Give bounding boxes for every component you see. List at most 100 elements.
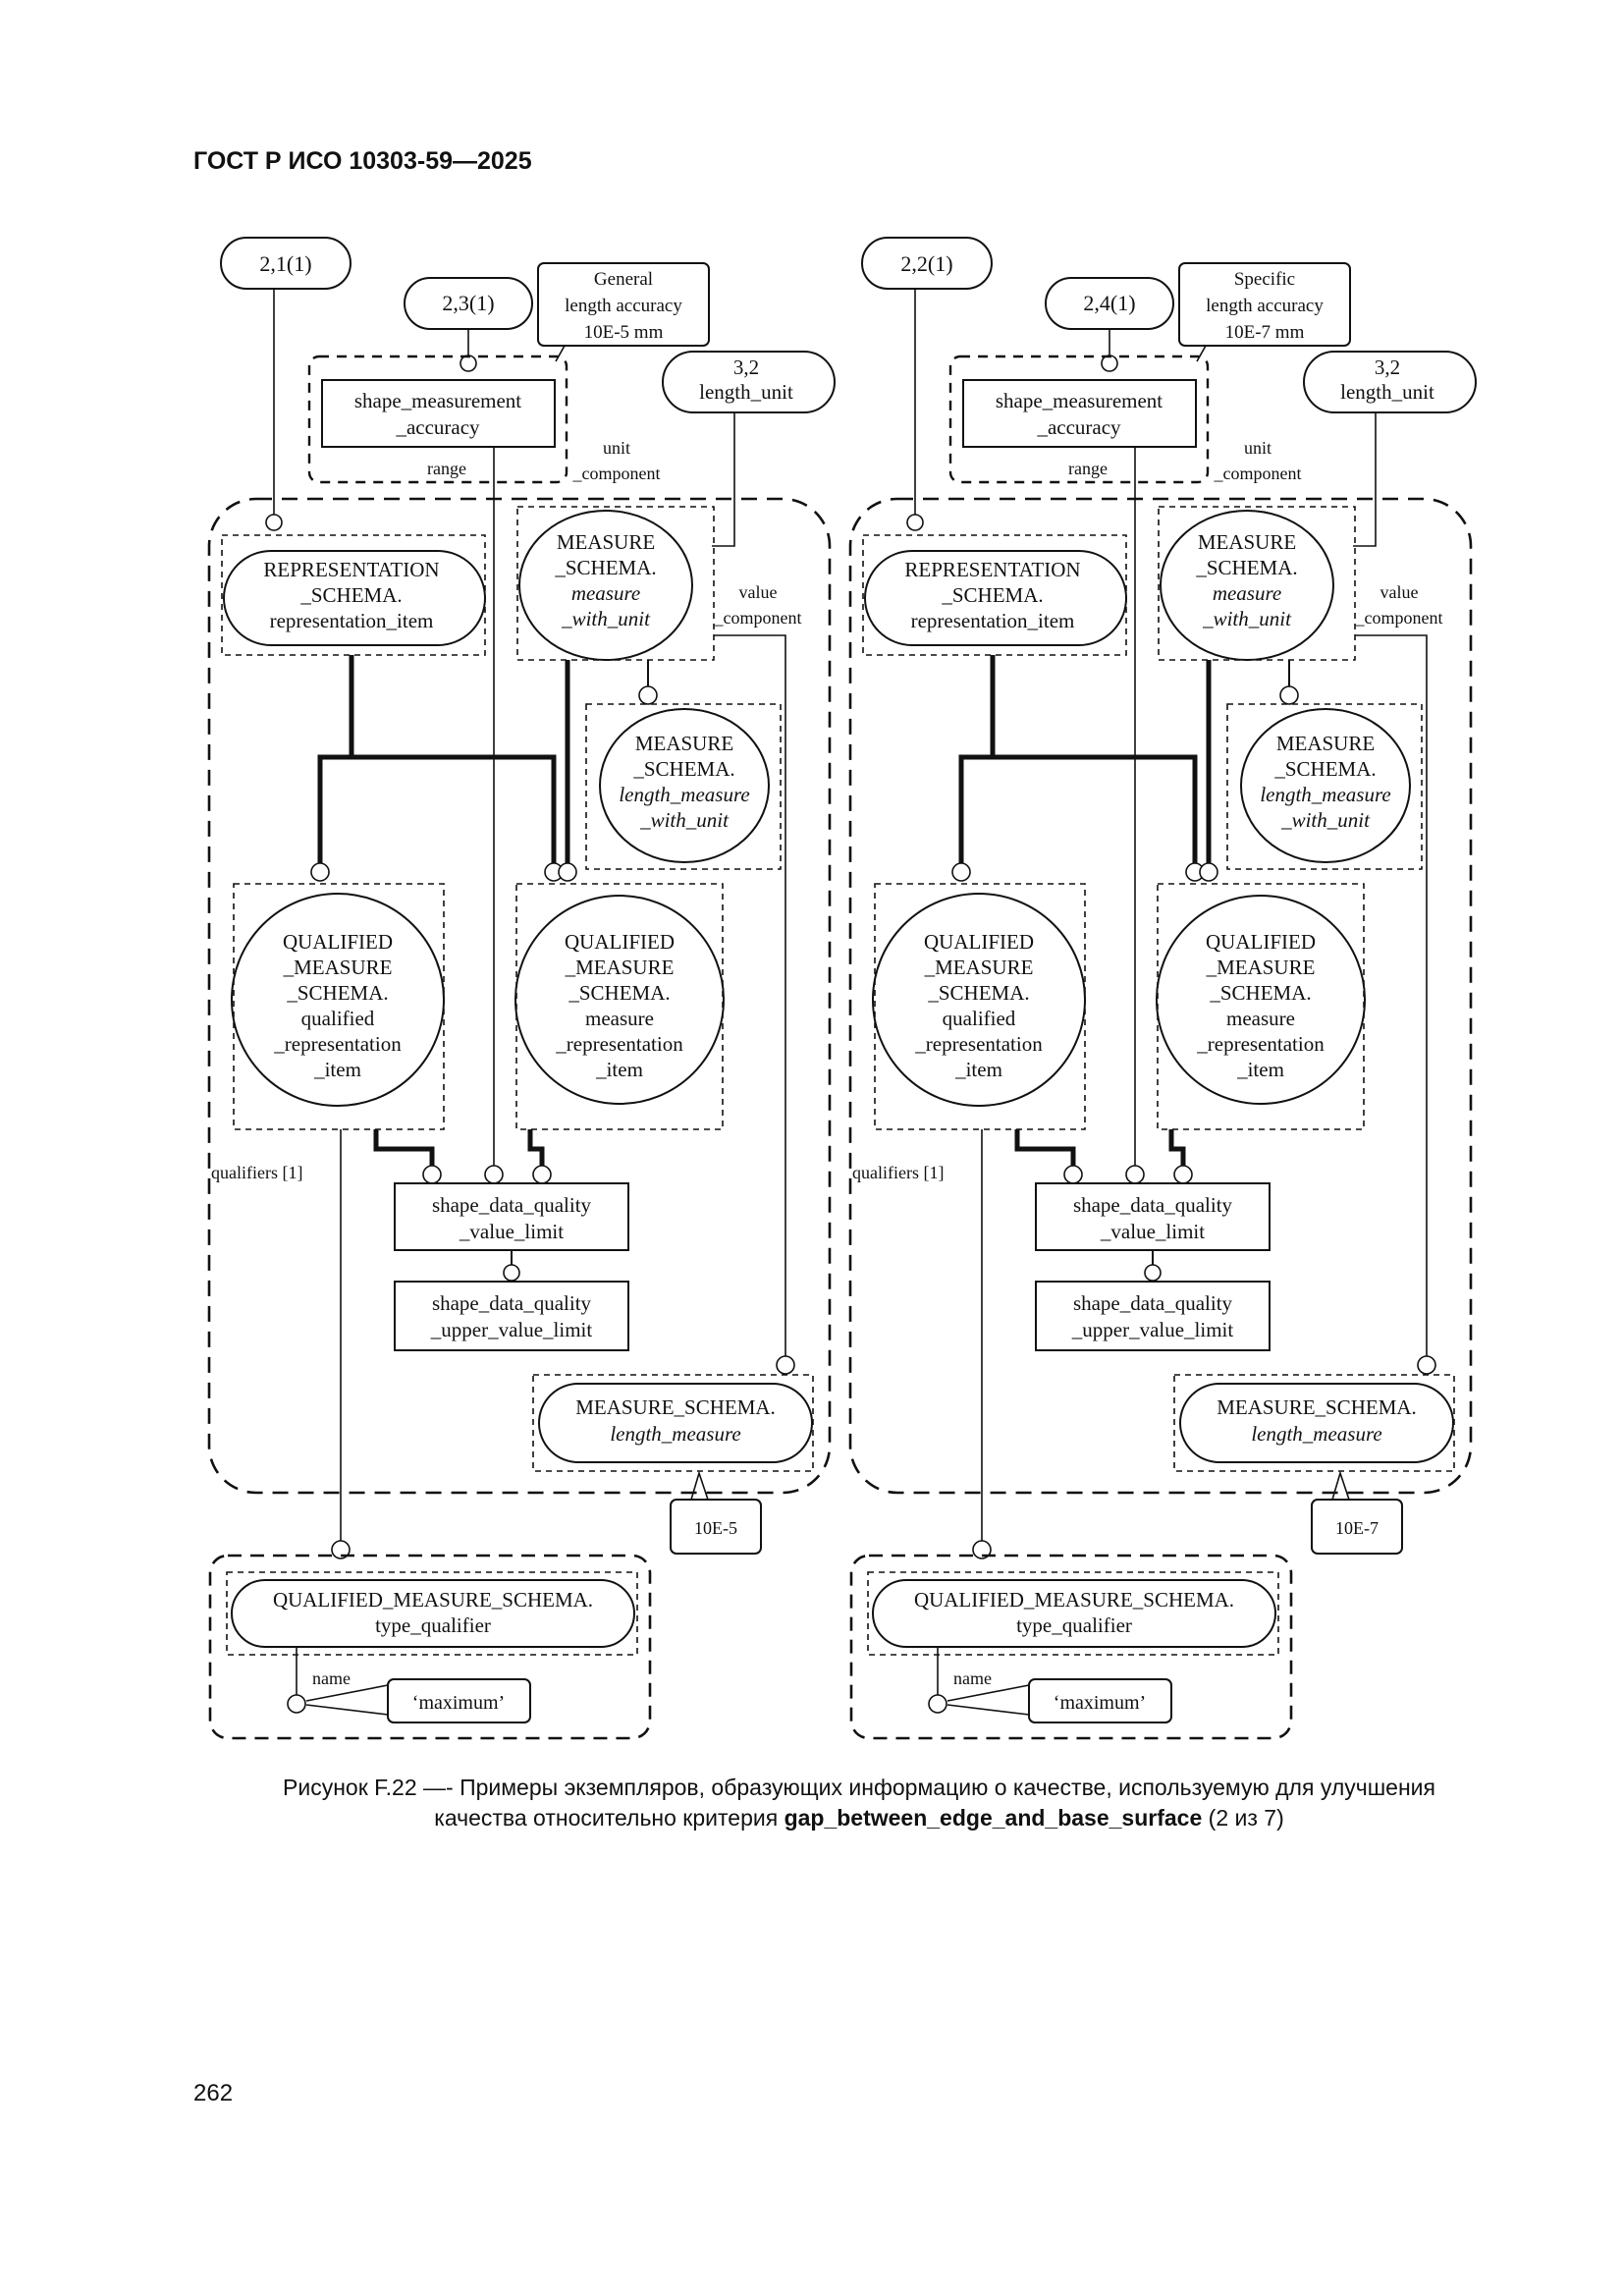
ref-top-circle [265, 514, 283, 531]
shape-measurement-accuracy-label-line: shape_measurement [996, 389, 1163, 412]
page-ref-unit-label-line: length_unit [1340, 380, 1434, 404]
length-measure-with-unit-label-line: _SCHEMA. [1273, 757, 1376, 781]
type-qualifier-label-line: type_qualifier [1016, 1613, 1132, 1637]
shape-measurement-accuracy-label: shape_measurement_accuracy [354, 389, 521, 439]
qualified-representation-item-label-line: _representation [914, 1032, 1043, 1056]
value-component-circle [776, 1355, 795, 1375]
instance-group-border [848, 497, 1473, 1495]
value-limit-circle [422, 1165, 442, 1184]
qualified-representation-item-label-line: qualified [301, 1007, 375, 1030]
upper-value-limit-box [1035, 1281, 1271, 1351]
representation-item-label-line: REPRESENTATION [263, 558, 439, 581]
value-note-pointer [1331, 1470, 1350, 1501]
shape-measurement-accuracy-label: shape_measurement_accuracy [996, 389, 1163, 439]
representation-item-label: REPRESENTATION_SCHEMA.representation_ite… [904, 558, 1080, 632]
page-number: 262 [193, 2080, 234, 2106]
measure-with-unit-label-line: measure [1213, 581, 1281, 605]
unit-component-label: unit_component [1214, 438, 1302, 483]
type-qualifier-dashed-box [226, 1571, 638, 1656]
document-header: ГОСТ Р ИСО 10303-59—2025 [193, 147, 532, 175]
measure-with-unit-label-line: _SCHEMA. [554, 556, 656, 579]
shape-measurement-accuracy-label-line: _accuracy [395, 415, 480, 439]
name-pointer [305, 1684, 389, 1702]
value-component-label-line: value [1380, 582, 1419, 602]
value-limit-circle [484, 1165, 504, 1184]
subtype-circle [1279, 685, 1299, 705]
length-measure-with-unit-label-line: _with_unit [639, 808, 730, 832]
measure-with-unit-label-line: MEASURE [1198, 530, 1296, 554]
qualifiers-label: qualifiers [1] [211, 1163, 302, 1182]
value-note-text: 10E-7 [1335, 1518, 1379, 1538]
name-pointer [947, 1704, 1030, 1716]
name-pointer [947, 1684, 1030, 1702]
length-measure-box [538, 1383, 813, 1463]
type-qualifier-label-line: QUALIFIED_MEASURE_SCHEMA. [914, 1588, 1234, 1612]
value-limit-label-line: shape_data_quality [432, 1193, 592, 1217]
qualified-representation-item-label-line: QUALIFIED [924, 930, 1034, 954]
measure-representation-item-label-line: _representation [555, 1032, 683, 1056]
upper-value-limit-label-line: shape_data_quality [1073, 1291, 1233, 1315]
upper-value-limit-label-line: _upper_value_limit [430, 1318, 593, 1341]
type-qualifier-box [231, 1579, 635, 1648]
measure-with-unit-label: MEASURE_SCHEMA.measure_with_unit [1195, 530, 1297, 630]
representation-item-dashed-box [862, 534, 1127, 656]
value-component-circle [1417, 1355, 1436, 1375]
page-ref-accuracy-label: 2,4(1) [1083, 291, 1135, 315]
figure-caption: Рисунок F.22 —- Примеры экземпляров, обр… [187, 1773, 1532, 1833]
supertype-line-value-limit [373, 1129, 435, 1167]
value-note-text: 10E-5 [694, 1518, 737, 1538]
qualified-representation-item-label-line: _MEASURE [924, 956, 1034, 979]
page-ref-accuracy-label: 2,3(1) [442, 291, 494, 315]
supertype-tree-line [317, 655, 354, 864]
caption-line-2-suffix: (2 из 7) [1202, 1805, 1284, 1831]
name-value-box [387, 1678, 531, 1723]
page-ref-unit-box [662, 351, 836, 413]
measure-with-unit-label-line: _with_unit [561, 607, 651, 630]
measure-representation-item-label-line: _SCHEMA. [568, 981, 670, 1005]
upper-value-limit-label-line: shape_data_quality [432, 1291, 592, 1315]
page-ref-unit-label-line: 3,2 [1375, 355, 1400, 379]
supertype-circle [310, 862, 330, 882]
page-ref-top-box [861, 237, 993, 290]
measure-representation-item-label-line: _item [595, 1058, 643, 1081]
page-ref-unit-label-line: length_unit [699, 380, 793, 404]
length-measure-with-unit-label: MEASURE_SCHEMA.length_measure_with_unit [619, 732, 749, 832]
value-limit-circle [532, 1165, 552, 1184]
measure-representation-item-label-line: _MEASURE [565, 956, 675, 979]
measure-representation-item-label-line: QUALIFIED [565, 930, 675, 954]
length-measure-with-unit-label-line: length_measure [1260, 783, 1390, 806]
supertype-line-value-limit [527, 1129, 545, 1167]
upper-value-limit-circle [1144, 1264, 1162, 1282]
accuracy-note-text-line: 10E-5 mm [584, 322, 664, 343]
length-measure-with-unit-label-line: length_measure [619, 783, 749, 806]
value-component-label-line: _component [1355, 608, 1443, 628]
value-note-box [670, 1499, 762, 1555]
page-ref-unit-box [1303, 351, 1477, 413]
length-measure-with-unit-dashed-box [585, 703, 782, 870]
qualifiers-label: qualifiers [1] [852, 1163, 944, 1182]
type-qualifier-box [872, 1579, 1276, 1648]
length-measure-with-unit-label-line: MEASURE [1276, 732, 1375, 755]
accuracy-note-text-line: 10E-7 mm [1225, 322, 1305, 343]
qualified-representation-item-label-line: _SCHEMA. [927, 981, 1029, 1005]
measure-representation-item-label-line: measure [1226, 1007, 1295, 1030]
measure-representation-item-label: QUALIFIED_MEASURE_SCHEMA.measure_represe… [1196, 930, 1325, 1081]
value-limit-circle [1063, 1165, 1083, 1184]
measure-representation-item-label-line: QUALIFIED [1206, 930, 1316, 954]
length-measure-label-line: length_measure [1251, 1422, 1381, 1446]
measure-representation-item-label: QUALIFIED_MEASURE_SCHEMA.measure_represe… [555, 930, 683, 1081]
value-component-label: value _component [1355, 582, 1443, 628]
shape-measurement-accuracy-box [321, 379, 556, 448]
qualified-representation-item-label: QUALIFIED_MEASURE_SCHEMA.qualified_repre… [914, 930, 1043, 1081]
page-ref-unit-label-line: 3,2 [733, 355, 759, 379]
range-label: range [427, 459, 466, 478]
accuracy-note-box [537, 262, 710, 347]
supertype-tree-line [958, 655, 996, 864]
supertype-circle [558, 862, 577, 882]
representation-item-label-line: _SCHEMA. [299, 583, 402, 607]
representation-item-label: REPRESENTATION_SCHEMA.representation_ite… [263, 558, 439, 632]
